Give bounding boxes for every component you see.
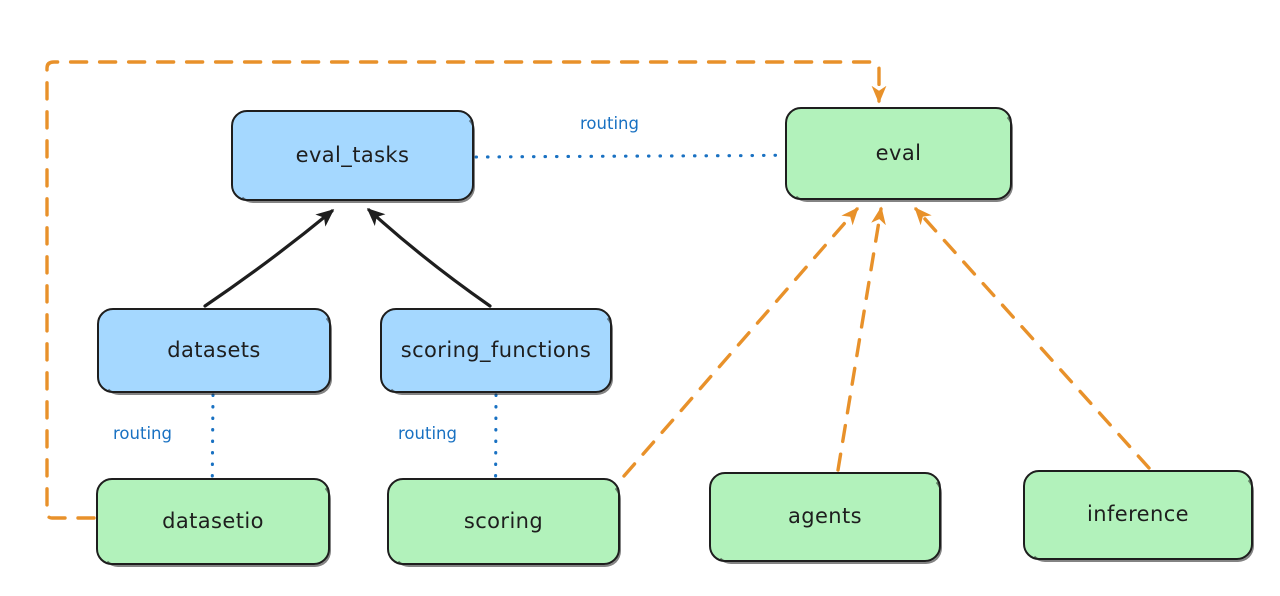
edge-inference-eval bbox=[914, 207, 1151, 470]
edge-agents-eval bbox=[836, 206, 886, 472]
node-inference[interactable]: inference bbox=[1023, 470, 1254, 562]
node-label: eval bbox=[875, 140, 922, 165]
node-label: eval_tasks bbox=[295, 142, 410, 167]
node-label: inference bbox=[1087, 502, 1189, 527]
edge-label-routing-datasets-datasetio: routing bbox=[113, 424, 172, 443]
edge-scoring-eval bbox=[622, 207, 859, 478]
node-scoring[interactable]: scoring bbox=[387, 478, 621, 567]
node-agents[interactable]: agents bbox=[709, 472, 942, 564]
node-label: agents bbox=[787, 504, 862, 529]
node-label: scoring bbox=[463, 508, 544, 533]
edge-eval_tasks-eval bbox=[474, 153, 786, 159]
edge-datasets-datasetio bbox=[210, 393, 215, 478]
edge-label-routing-eval-tasks-eval: routing bbox=[580, 114, 639, 133]
node-eval[interactable]: eval bbox=[785, 107, 1013, 202]
node-label: datasets bbox=[167, 337, 261, 362]
node-label: scoring_functions bbox=[400, 337, 592, 362]
node-datasets[interactable]: datasets bbox=[97, 308, 332, 395]
edge-label-routing-scoring-functions-scoring: routing bbox=[398, 424, 457, 443]
node-datasetio[interactable]: datasetio bbox=[96, 478, 331, 567]
node-eval-tasks[interactable]: eval_tasks bbox=[231, 110, 475, 203]
node-label: datasetio bbox=[162, 508, 264, 533]
edge-datasets-eval_tasks bbox=[203, 209, 335, 308]
edge-scoring_functions-eval_tasks bbox=[366, 208, 492, 308]
node-scoring-functions[interactable]: scoring_functions bbox=[380, 308, 613, 395]
